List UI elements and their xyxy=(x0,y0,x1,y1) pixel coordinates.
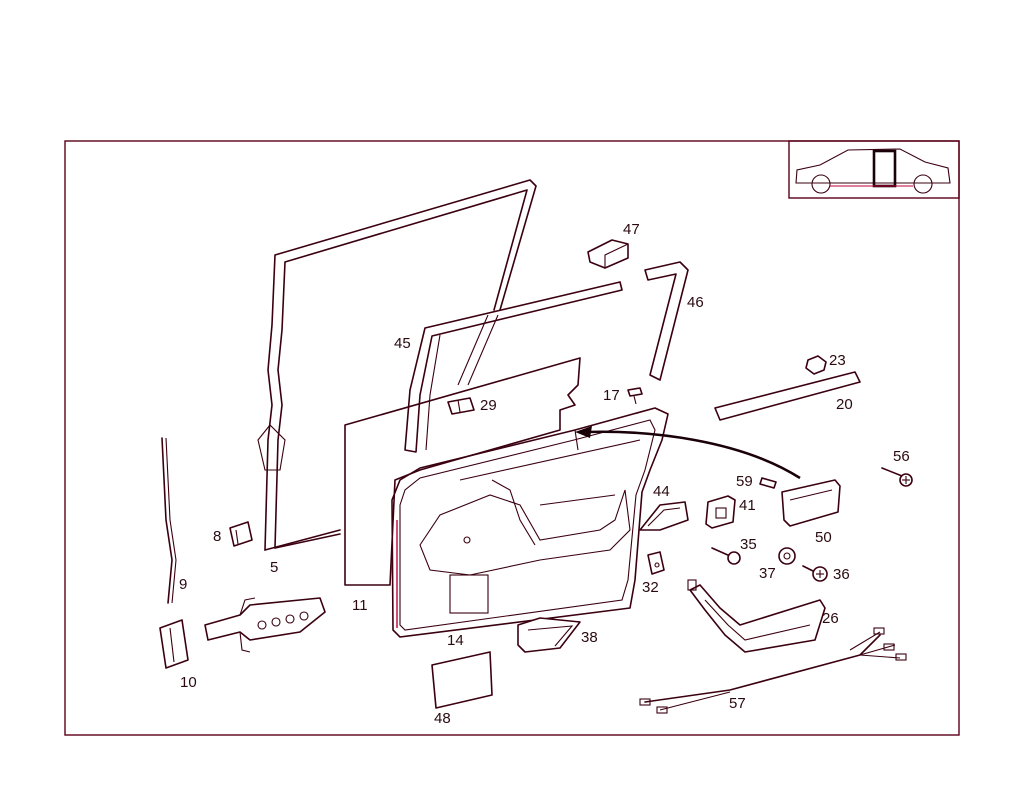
label-32: 32 xyxy=(642,579,659,596)
switch-41 xyxy=(705,495,736,529)
clip-32 xyxy=(647,551,665,575)
arrow-50 xyxy=(584,430,801,480)
window-channel-45 xyxy=(404,281,623,453)
nut-23 xyxy=(805,355,827,375)
screw-35 xyxy=(711,547,741,565)
label-29: 29 xyxy=(480,397,497,414)
pocket-38 xyxy=(517,617,581,653)
door-panel-14 xyxy=(391,407,669,638)
trim-strip-20 xyxy=(714,371,861,421)
label-41: 41 xyxy=(739,497,756,514)
label-38: 38 xyxy=(581,629,598,646)
screw-36 xyxy=(802,565,828,582)
clip-29 xyxy=(447,397,475,415)
strip-9 xyxy=(161,437,177,604)
label-23: 23 xyxy=(829,352,846,369)
pin-59 xyxy=(759,477,777,489)
diagram-frame xyxy=(64,140,960,736)
screw-17 xyxy=(627,387,643,405)
clip-47 xyxy=(587,239,629,269)
label-44: 44 xyxy=(653,483,670,500)
label-26: 26 xyxy=(822,610,839,627)
handle-26 xyxy=(687,579,826,653)
cover-48 xyxy=(431,651,493,709)
label-37: 37 xyxy=(759,565,776,582)
vapor-barrier-11 xyxy=(344,357,581,586)
clip-8 xyxy=(229,521,253,547)
label-56: 56 xyxy=(893,448,910,465)
bezel-44 xyxy=(639,501,689,531)
label-50: 50 xyxy=(815,529,832,546)
label-11: 11 xyxy=(352,597,368,614)
washer-37 xyxy=(778,547,796,565)
arrow-head xyxy=(575,426,592,438)
label-8: 8 xyxy=(213,528,221,545)
label-45: 45 xyxy=(394,335,411,352)
wire-harness-57 xyxy=(639,627,907,714)
label-17: 17 xyxy=(603,387,620,404)
label-57: 57 xyxy=(729,695,746,712)
label-9: 9 xyxy=(179,576,187,593)
screw-56 xyxy=(881,467,913,487)
label-48: 48 xyxy=(434,710,451,727)
label-14: 14 xyxy=(447,632,464,649)
channel-46 xyxy=(644,261,689,381)
label-36: 36 xyxy=(833,566,850,583)
door-seal-5 xyxy=(257,179,537,551)
armrest-50 xyxy=(781,479,841,527)
label-35: 35 xyxy=(740,536,757,553)
car-locator-inset xyxy=(788,140,960,199)
label-46: 46 xyxy=(687,294,704,311)
lock-10 xyxy=(159,619,189,669)
label-5: 5 xyxy=(270,559,278,576)
label-20: 20 xyxy=(836,396,853,413)
label-10: 10 xyxy=(180,674,197,691)
label-59: 59 xyxy=(736,473,753,490)
lock-mechanism xyxy=(204,597,326,653)
label-47: 47 xyxy=(623,221,640,238)
